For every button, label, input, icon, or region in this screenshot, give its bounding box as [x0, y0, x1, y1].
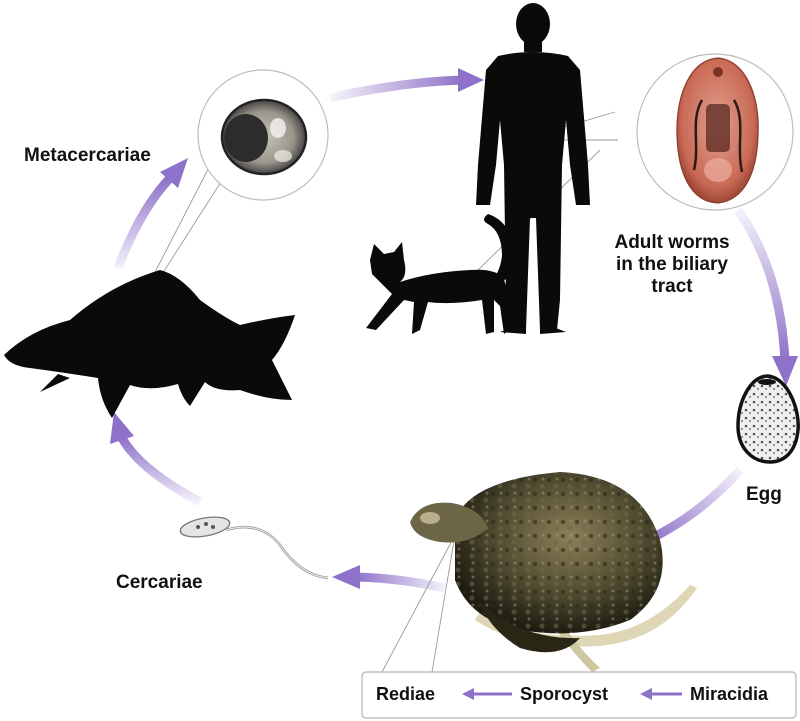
adult-worm-icon	[676, 57, 759, 204]
label-metacercariae: Metacercariae	[24, 145, 151, 166]
snail-icon	[410, 472, 697, 672]
fish-silhouette-icon	[4, 270, 295, 418]
label-egg: Egg	[746, 484, 782, 505]
arrow-miracidia-to-sporocyst	[640, 688, 682, 700]
cycle-arrow-fish-to-metacercariae	[113, 158, 188, 270]
metacercaria-icon	[220, 98, 308, 176]
cycle-arrow-snail-to-cercariae	[332, 565, 446, 593]
egg-icon	[736, 374, 800, 464]
label-adult-worms-line2: in the biliary	[616, 254, 728, 275]
cycle-arrow-cercariae-to-fish	[110, 412, 203, 506]
label-adult-worms-line3: tract	[651, 276, 693, 297]
human-silhouette-icon	[476, 3, 590, 334]
label-miracidia: Miracidia	[690, 684, 769, 704]
label-sporocyst: Sporocyst	[520, 684, 609, 704]
cycle-arrow-host-to-egg	[734, 207, 798, 386]
metacercaria-inset	[197, 69, 329, 201]
label-cercariae: Cercariae	[116, 572, 203, 593]
cat-silhouette-icon	[366, 214, 515, 334]
label-adult-worms-line1: Adult worms	[614, 232, 730, 253]
label-adult-worms: Adult worms in the biliary tract	[586, 232, 758, 298]
cycle-arrow-metacercariae-to-host	[328, 68, 484, 103]
label-rediae: Rediae	[376, 684, 436, 704]
snail-stages-box	[361, 671, 797, 719]
adult-worm-inset	[636, 53, 794, 211]
cercaria-icon	[179, 516, 329, 580]
arrow-sporocyst-to-rediae	[462, 688, 512, 700]
